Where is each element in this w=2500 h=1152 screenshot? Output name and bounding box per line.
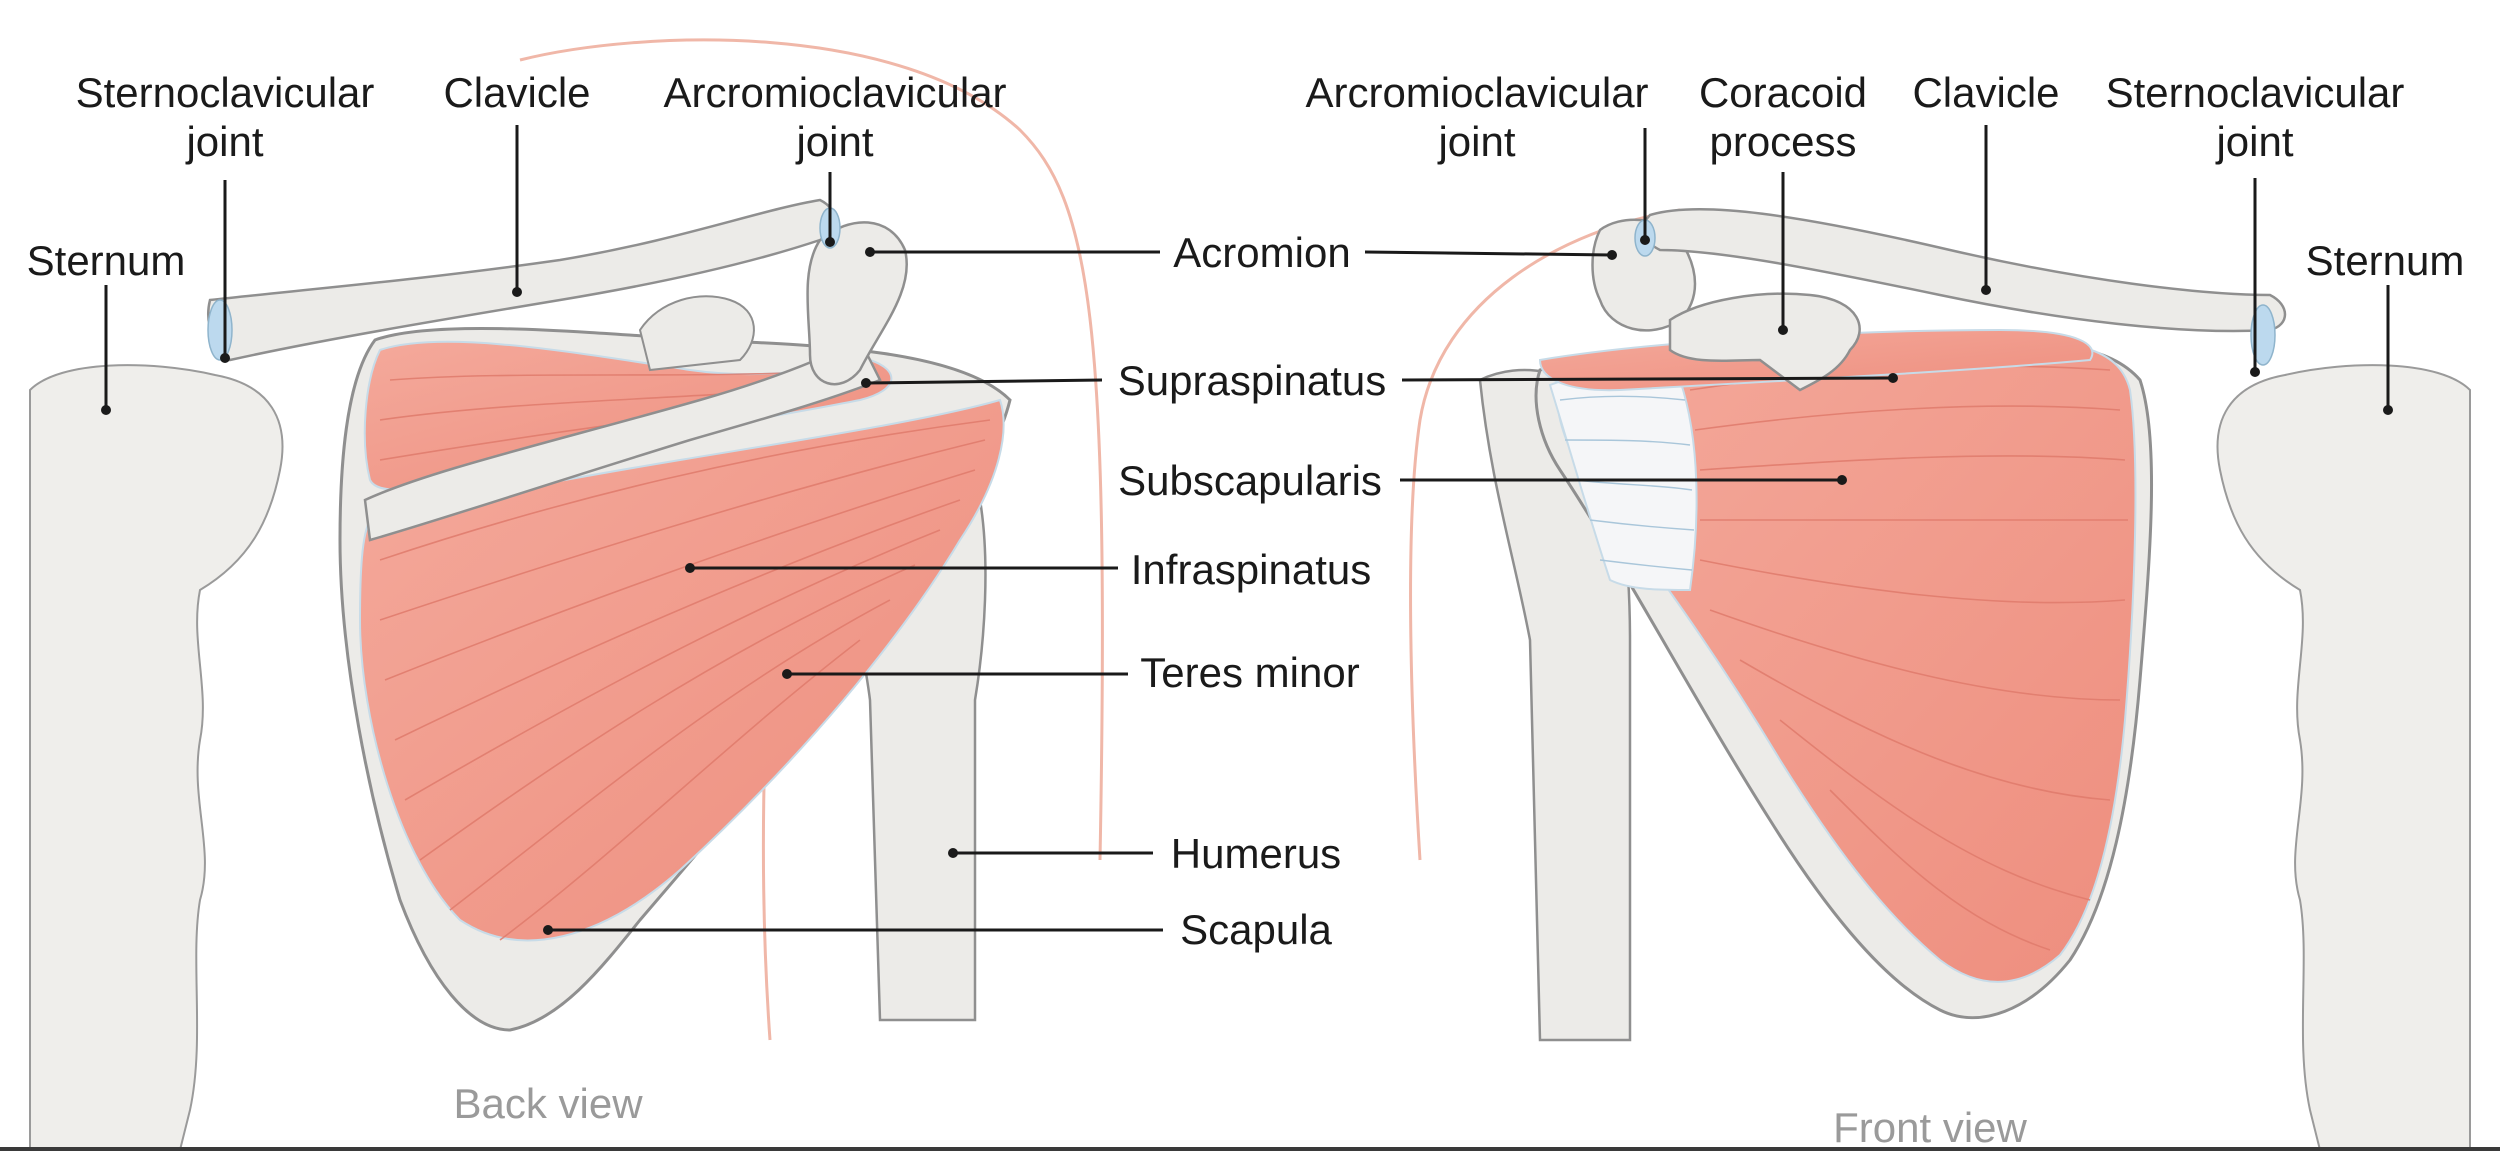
front-view-caption: Front view xyxy=(1833,1104,2027,1151)
back-view-caption: Back view xyxy=(453,1080,643,1127)
back-clavicle-label: Clavicle xyxy=(443,69,591,116)
front-ac-joint-label: Arcromioclavicular joint xyxy=(1305,68,1648,166)
front-coracoid xyxy=(1668,292,1861,392)
back-clavicle xyxy=(206,198,837,362)
front-sternoclavicular-label: Sternoclavicular joint xyxy=(2106,68,2405,166)
front-ac-joint-line2: joint xyxy=(1438,118,1516,165)
back-view-figure xyxy=(29,38,1104,1151)
back-sternoclavicular-line1: Sternoclavicular xyxy=(75,69,375,116)
acromion-label: Acromion xyxy=(1173,229,1351,276)
front-sternoclavicular-line2: joint xyxy=(2216,118,2294,165)
scapula-label: Scapula xyxy=(1180,906,1332,953)
leader-supraspinatus-back xyxy=(865,378,1103,385)
back-sternoclavicular-cartilage xyxy=(207,299,233,361)
leader-lines xyxy=(104,125,2390,932)
back-ac-joint-line1: Arcromioclavicular xyxy=(663,69,1007,116)
leader-acromion-front xyxy=(1364,250,1613,257)
leader-dots xyxy=(101,235,2393,935)
back-coracoid xyxy=(638,295,755,372)
back-acromion xyxy=(806,221,908,386)
front-clavicle-label: Clavicle xyxy=(1912,69,2060,116)
front-sternoclavicular-line1: Sternoclavicular xyxy=(2105,69,2405,116)
front-view-figure xyxy=(1409,207,2471,1151)
front-sternum-shape xyxy=(2216,364,2471,1151)
front-sternum-label: Sternum xyxy=(2305,237,2465,284)
front-sternoclavicular-cartilage xyxy=(2250,304,2276,366)
leader-supraspinatus-front xyxy=(1401,376,1894,382)
back-infraspinatus-muscle xyxy=(358,398,1005,942)
subscapularis-label: Subscapularis xyxy=(1118,457,1382,504)
front-coracoid-line1: Coracoid xyxy=(1698,69,1868,116)
front-coracoid-label: Coracoid process xyxy=(1699,68,1867,166)
back-sternoclavicular-line2: joint xyxy=(186,118,264,165)
back-ac-joint-label: Arcromioclavicular joint xyxy=(663,68,1006,166)
humerus-label: Humerus xyxy=(1170,830,1342,877)
teres-minor-label: Teres minor xyxy=(1140,649,1360,696)
bottom-border xyxy=(0,1147,2500,1151)
back-sternum-shape xyxy=(29,364,284,1151)
front-ac-joint-line1: Arcromioclavicular xyxy=(1305,69,1649,116)
back-scapular-spine xyxy=(363,338,882,542)
back-sternoclavicular-label: Sternoclavicular joint xyxy=(76,68,375,166)
infraspinatus-label: Infraspinatus xyxy=(1130,546,1372,593)
back-supraspinatus-muscle xyxy=(363,340,893,491)
back-sternum-label: Sternum xyxy=(26,237,186,284)
front-coracoid-line2: process xyxy=(1709,118,1857,165)
back-skin-outline xyxy=(519,38,1104,861)
supraspinatus-label: Supraspinatus xyxy=(1117,357,1387,404)
back-ac-joint-line2: joint xyxy=(796,118,874,165)
front-skin-outline xyxy=(1409,208,1681,861)
